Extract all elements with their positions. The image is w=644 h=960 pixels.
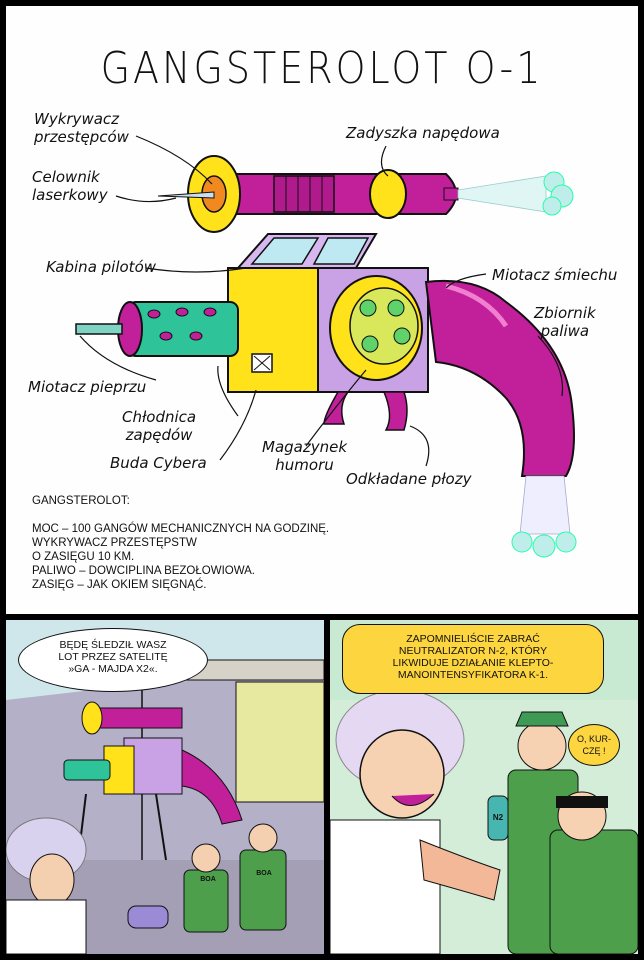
bottle-label: N2 xyxy=(492,813,504,822)
detector-funnel xyxy=(157,155,241,233)
exhaust-nozzle xyxy=(443,187,459,201)
label-buda: Buda Cybera xyxy=(110,454,207,472)
pepper-barrel xyxy=(75,301,239,357)
humor-magazine xyxy=(329,275,423,381)
fuel-tank-grip xyxy=(424,279,575,477)
label-magazynek: Magazynek humoru xyxy=(262,438,348,474)
specs-line: ZASIĘG – JAK OKIEM SIĘGNĄĆ. xyxy=(32,579,207,591)
label-zbiornik: Zbiornik paliwa xyxy=(534,304,596,340)
specs-line: PALIWO – DOWCIPLINA BEZOŁOWIOWA. xyxy=(32,565,256,577)
badge-boa: BOA xyxy=(200,876,216,883)
label-wykrywacz: Wykrywacz przestępców xyxy=(34,110,129,146)
specs-line: O ZASIĘGU 10 KM. xyxy=(32,551,135,563)
label-celownik: Celownik laserkowy xyxy=(32,168,108,204)
top-barrel xyxy=(235,173,457,215)
leader-lines xyxy=(79,135,564,467)
page-title: GANGSTEROLOT O-1 xyxy=(100,42,544,94)
gangsterolot-illustration xyxy=(75,135,577,558)
fuel-spray xyxy=(519,475,571,535)
label-zadyszka: Zadyszka napędowa xyxy=(346,124,500,142)
badge-boa: BOA xyxy=(256,870,272,877)
label-kabina: Kabina pilotów xyxy=(46,258,157,276)
comic-panel-right: ZAPOMNIELIŚCIE ZABRAĆ NEUTRALIZATOR N-2,… xyxy=(330,620,638,954)
specs-line: MOC – 100 GANGÓW MECHANICZNYCH NA GODZIN… xyxy=(32,523,330,535)
label-miotacz-smiechu: Miotacz śmiechu xyxy=(492,266,618,284)
comic-panel-left: BĘDĘ ŚLEDZIŁ WASZ LOT PRZEZ SATELITĘ »GA… xyxy=(6,620,324,954)
specs-heading: GANGSTEROLOT: xyxy=(32,495,130,507)
diagram-panel: GANGSTEROLOT O-1 xyxy=(6,6,638,614)
exclamation-balloon: O, KUR- CZĘ ! xyxy=(568,724,620,766)
speech-balloon: BĘDĘ ŚLEDZIŁ WASZ LOT PRZEZ SATELITĘ »GA… xyxy=(18,628,208,692)
specs-block: GANGSTEROLOT: MOC – 100 GANGÓW MECHANICZ… xyxy=(32,494,329,592)
exhaust-spray xyxy=(457,175,547,213)
label-chlodnica: Chłodnica zapędów xyxy=(122,408,197,444)
label-ploze: Odkładane płozy xyxy=(346,470,472,488)
specs-line: WYKRYWACZ PRZESTĘPSTW xyxy=(32,537,197,549)
skid xyxy=(382,391,408,431)
label-miotacz-pieprzu: Miotacz pieprzu xyxy=(28,378,147,396)
rear-ring xyxy=(369,169,407,219)
speech-balloon: ZAPOMNIELIŚCIE ZABRAĆ NEUTRALIZATOR N-2,… xyxy=(342,624,604,694)
